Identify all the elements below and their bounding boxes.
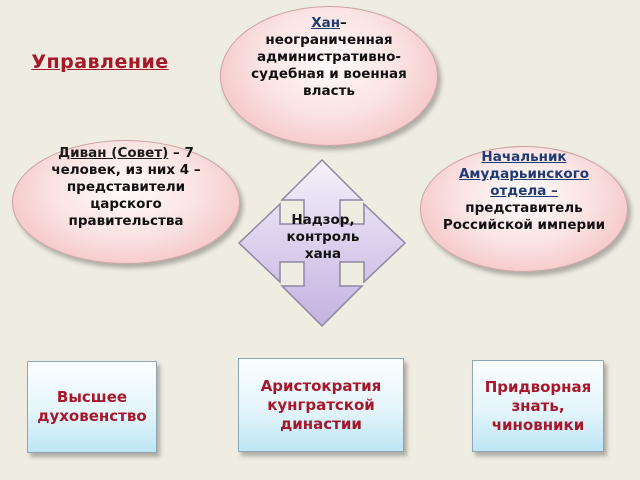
khan-oval: Хан– неограниченная административно-суде…: [220, 6, 438, 146]
aristocracy-box: Аристократия кунгратской династии: [238, 358, 404, 452]
chief-oval: Начальник Амударьинского отдела – предст…: [420, 146, 628, 272]
clergy-box: Высшее духовенство: [27, 361, 157, 453]
nobility-label: Придворная знать, чиновники: [484, 377, 592, 434]
divan-description: 7 человек, из них 4 – представители царс…: [51, 145, 201, 229]
divan-dash: –: [173, 145, 180, 161]
chief-description: представитель Российской империи: [442, 200, 606, 233]
slide-title: Управление: [31, 51, 169, 73]
clergy-label: Высшее духовенство: [37, 388, 147, 425]
divan-name: Диван (Совет): [58, 145, 169, 161]
aristocracy-label: Аристократия кунгратской династии: [260, 376, 382, 433]
four-way-arrow-icon: [237, 158, 407, 328]
khan-name: Хан: [311, 15, 341, 31]
nobility-box: Придворная знать, чиновники: [472, 360, 604, 452]
khan-dash: –: [340, 15, 347, 31]
khan-description: неограниченная административно-судебная …: [251, 32, 407, 99]
chief-name: Начальник Амударьинского отдела –: [458, 149, 590, 199]
center-label: Надзор, контроль хана: [286, 212, 360, 262]
divan-oval: Диван (Совет) – 7 человек, из них 4 – пр…: [12, 140, 240, 264]
